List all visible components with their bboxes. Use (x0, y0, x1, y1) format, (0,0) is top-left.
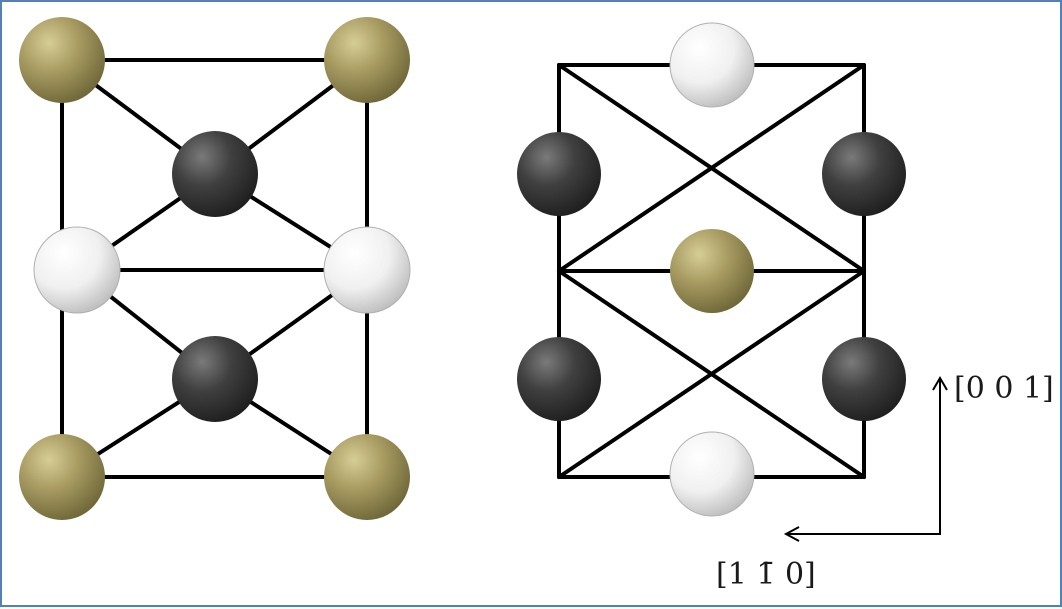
dark-atom (822, 337, 906, 421)
bond (557, 63, 866, 273)
dark-atom (517, 132, 601, 216)
left-panel-atoms (19, 17, 411, 520)
axis-arrow-path (788, 378, 941, 535)
dark-atom (822, 132, 906, 216)
axis-indicator: [0 0 1] [1 1̄ 0] (716, 371, 1054, 592)
right-panel-atoms (517, 22, 906, 517)
vertical-axis-label: [0 0 1] (954, 371, 1054, 406)
olive-atom (670, 229, 754, 313)
white-atom (33, 226, 121, 314)
white-atom (323, 226, 411, 314)
olive-atom (19, 17, 105, 103)
dark-atom (517, 337, 601, 421)
dark-atom (172, 336, 258, 422)
horizontal-arrowhead-icon (783, 526, 800, 542)
white-atom (669, 22, 755, 108)
vertical-arrowhead-icon (932, 376, 948, 391)
white-atom (669, 431, 755, 517)
horizontal-axis-label: [1 1̄ 0] (716, 557, 816, 592)
olive-atom (324, 434, 410, 520)
dark-atom (172, 131, 258, 217)
bond (557, 269, 866, 479)
olive-atom (19, 434, 105, 520)
olive-atom (324, 17, 410, 103)
